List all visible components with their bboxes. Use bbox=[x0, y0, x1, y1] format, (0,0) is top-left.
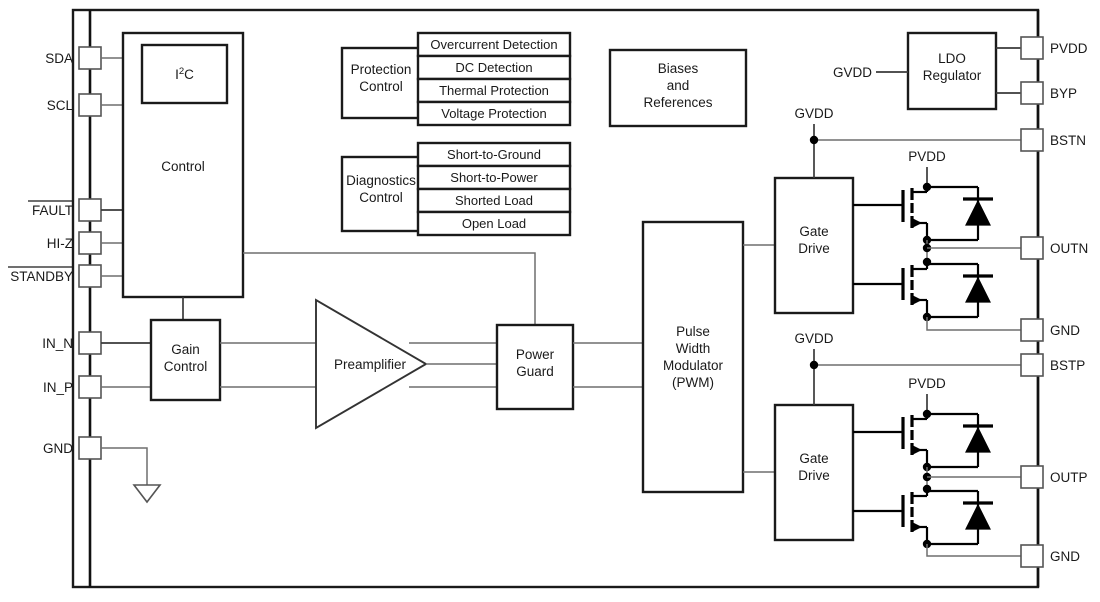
pwm-label-line4: (PWM) bbox=[672, 375, 714, 390]
protection-item-0-label: Overcurrent Detection bbox=[430, 37, 557, 52]
diagnostics-control-label-line1: Diagnostics bbox=[346, 173, 416, 188]
power-guard-label-line1: Power bbox=[516, 347, 555, 362]
protection-item-2-label: Thermal Protection bbox=[439, 83, 549, 98]
diagnostics-item-1-label: Short-to-Power bbox=[450, 170, 538, 185]
gate-drive-p-label-line1: Gate bbox=[799, 451, 828, 466]
pwm-label-line1: Pulse bbox=[676, 324, 710, 339]
diagnostics-control-block[interactable] bbox=[340, 155, 422, 233]
biases-references-block[interactable] bbox=[608, 48, 748, 128]
pwm-block[interactable] bbox=[641, 220, 745, 494]
pin-gnd-p[interactable]: GND bbox=[1020, 544, 1080, 568]
pin-hiz-label: HI-Z bbox=[47, 236, 73, 251]
pin-outp-label: OUTP bbox=[1050, 470, 1088, 485]
gvdd-bstn-label: GVDD bbox=[794, 106, 833, 121]
pvdd-p-label: PVDD bbox=[908, 376, 946, 391]
gate-drive-n-label-line1: Gate bbox=[799, 224, 828, 239]
body-diode-p-high bbox=[927, 412, 993, 469]
pin-standby[interactable]: STANDBY bbox=[8, 264, 102, 288]
gvdd-ldo-label: GVDD bbox=[833, 65, 872, 80]
biases-label-line3: References bbox=[643, 95, 712, 110]
diagnostics-control-label-line2: Control bbox=[359, 190, 403, 205]
pin-gnd-left-label: GND bbox=[43, 441, 73, 456]
pin-gnd-p-label: GND bbox=[1050, 549, 1080, 564]
protection-item-3-label: Voltage Protection bbox=[441, 106, 547, 121]
pin-fault-label: FAULT bbox=[32, 203, 73, 218]
pvdd-n-label: PVDD bbox=[908, 149, 946, 164]
gate-drive-n-label-line2: Drive bbox=[798, 241, 830, 256]
pin-in-n[interactable]: IN_N bbox=[42, 331, 102, 355]
ldo-label-line2: Regulator bbox=[923, 68, 982, 83]
biases-label-line2: and bbox=[667, 78, 690, 93]
pwm-label-line2: Width bbox=[676, 341, 711, 356]
power-guard-label-line2: Guard bbox=[516, 364, 554, 379]
pin-gnd-left[interactable]: GND bbox=[43, 436, 102, 460]
pin-bstn[interactable]: BSTN bbox=[1020, 128, 1086, 152]
body-diode-p-low bbox=[927, 489, 993, 546]
body-diode-n-high bbox=[927, 185, 993, 242]
mosfet-low-p bbox=[853, 489, 932, 549]
i2c-block[interactable] bbox=[140, 43, 229, 105]
gate-drive-p-block[interactable] bbox=[773, 403, 855, 542]
pin-in-n-label: IN_N bbox=[42, 336, 73, 351]
pin-in-p[interactable]: IN_P bbox=[43, 375, 102, 399]
pin-bstp-label: BSTP bbox=[1050, 358, 1085, 373]
wire-gnd-p bbox=[926, 544, 1021, 557]
gain-control-label-line2: Control bbox=[164, 359, 208, 374]
pin-bstn-label: BSTN bbox=[1050, 133, 1086, 148]
preamplifier-label: Preamplifier bbox=[334, 357, 407, 372]
pin-fault[interactable]: FAULT bbox=[28, 198, 102, 222]
pin-sda-label: SDA bbox=[45, 51, 73, 66]
control-block-label: Control bbox=[161, 159, 205, 174]
pin-byp-label: BYP bbox=[1050, 86, 1077, 101]
diagnostics-item-3[interactable] bbox=[416, 210, 572, 237]
protection-control-label-line2: Control bbox=[359, 79, 403, 94]
ldo-regulator-block[interactable] bbox=[906, 31, 998, 111]
pin-bstp[interactable]: BSTP bbox=[1020, 353, 1085, 377]
wire-control-to-powerguard bbox=[243, 252, 536, 325]
gain-control-label-line1: Gain bbox=[171, 342, 200, 357]
ground-symbol bbox=[132, 484, 162, 504]
mosfet-high-n bbox=[853, 187, 932, 245]
mosfet-low-n bbox=[853, 262, 932, 322]
gvdd-bstp-label: GVDD bbox=[794, 331, 833, 346]
diagnostics-item-2-label: Shorted Load bbox=[455, 193, 533, 208]
junction-dot-bstp bbox=[809, 360, 819, 370]
ldo-label-line1: LDO bbox=[938, 51, 966, 66]
protection-item-3[interactable] bbox=[416, 100, 572, 127]
power-guard-block[interactable] bbox=[495, 323, 575, 411]
biases-label-line1: Biases bbox=[658, 61, 699, 76]
body-diode-n-low bbox=[927, 262, 993, 319]
pin-byp[interactable]: BYP bbox=[1020, 81, 1077, 105]
protection-control-label-line1: Protection bbox=[351, 62, 412, 77]
gate-drive-n-block[interactable] bbox=[773, 176, 855, 315]
pin-outn-label: OUTN bbox=[1050, 241, 1088, 256]
i2c-block-label: I2C bbox=[175, 66, 194, 83]
pin-scl-label: SCL bbox=[47, 98, 74, 113]
pin-hiz[interactable]: HI-Z bbox=[47, 231, 102, 255]
pin-outp[interactable]: OUTP bbox=[1020, 465, 1088, 489]
pin-gnd-n-label: GND bbox=[1050, 323, 1080, 338]
diagnostics-item-0-label: Short-to-Ground bbox=[447, 147, 541, 162]
gate-drive-p-label-line2: Drive bbox=[798, 468, 830, 483]
pwm-label-line3: Modulator bbox=[663, 358, 724, 373]
junction-dot-bstn bbox=[809, 135, 819, 145]
pin-in-p-label: IN_P bbox=[43, 380, 73, 395]
pin-gnd-n[interactable]: GND bbox=[1020, 318, 1080, 342]
mosfet-high-p bbox=[853, 414, 932, 472]
protection-item-1-label: DC Detection bbox=[455, 60, 532, 75]
protection-control-block[interactable] bbox=[340, 46, 422, 120]
wire-gnd-n bbox=[926, 317, 1021, 331]
wire-gnd-left bbox=[101, 447, 148, 485]
pin-pvdd[interactable]: PVDD bbox=[1020, 36, 1088, 60]
diagnostics-item-3-label: Open Load bbox=[462, 216, 526, 231]
pin-pvdd-label: PVDD bbox=[1050, 41, 1088, 56]
pin-outn[interactable]: OUTN bbox=[1020, 236, 1088, 260]
pin-standby-label: STANDBY bbox=[10, 269, 73, 284]
preamplifier-block[interactable] bbox=[315, 298, 428, 430]
gain-control-block[interactable] bbox=[149, 318, 222, 402]
